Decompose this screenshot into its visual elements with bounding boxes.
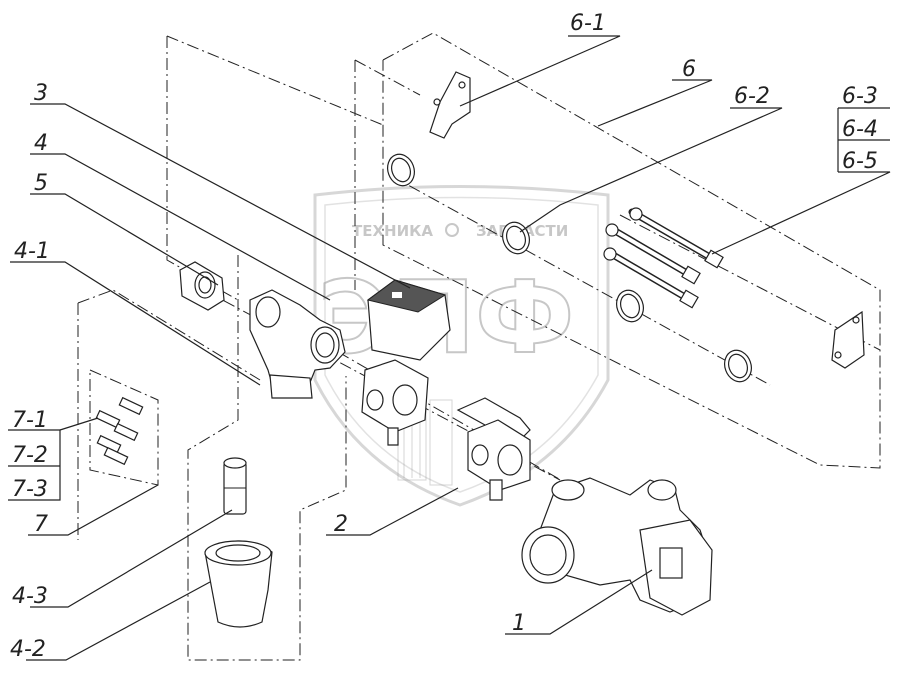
valve-2: [456, 397, 531, 501]
callout-4-3: 4-3: [12, 584, 48, 609]
pump-1: [521, 477, 713, 616]
filter-housing-4: [249, 289, 346, 399]
o-rings-6-2: [387, 153, 752, 383]
callout-4-1: 4-1: [14, 239, 50, 264]
callout-4-2: 4-2: [10, 637, 46, 662]
callout-7-2: 7-2: [12, 443, 48, 468]
callout-7-3: 7-3: [12, 477, 48, 502]
callout-5: 5: [34, 171, 48, 196]
gear-icon: [445, 223, 459, 237]
callout-6-4: 6-4: [842, 117, 878, 142]
callout-4: 4: [34, 131, 48, 156]
callout-3: 3: [34, 81, 48, 106]
callout-labels: 6-1 6 6-2 6-3 6-4 6-5 3 4 5 4-1 7-1 7-2 …: [10, 11, 878, 662]
valve-3: [361, 279, 451, 446]
callout-7-1: 7-1: [12, 408, 48, 433]
rods-6-3: [603, 207, 724, 309]
watermark: ТЕХНИКА ЗАПЧАСТИ ЭПФ: [313, 185, 610, 507]
callout-1: 1: [512, 611, 526, 636]
watermark-brand-left: ТЕХНИКА: [352, 222, 433, 240]
flange-5: [179, 261, 225, 311]
callout-6: 6: [682, 57, 696, 82]
bowl-4-2: [204, 540, 273, 628]
bracket-right: [831, 310, 865, 369]
assembly-frames: [77, 32, 881, 661]
bracket-6-1: [429, 71, 471, 139]
callout-6-5: 6-5: [842, 149, 878, 174]
callout-7: 7: [34, 512, 48, 537]
callout-6-1: 6-1: [570, 11, 606, 36]
bolts-7: [95, 396, 144, 466]
callout-2: 2: [334, 512, 348, 537]
callout-6-3: 6-3: [842, 84, 878, 109]
callout-6-2: 6-2: [734, 84, 770, 109]
leader-lines: [8, 35, 891, 661]
nipple-4-3: [223, 457, 247, 515]
